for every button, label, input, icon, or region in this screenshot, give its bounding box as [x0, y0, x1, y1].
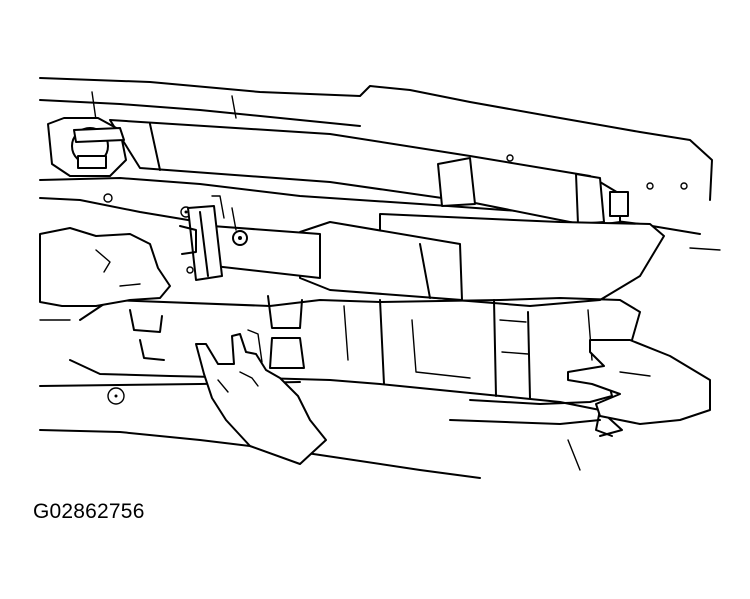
vehicle-underbody: [39, 77, 721, 479]
fastener-details: [114, 210, 242, 398]
technician-left-hand: [39, 227, 171, 307]
exhaust-pipe-assembly: [179, 195, 665, 307]
technician-right-hand: [567, 339, 711, 425]
propeller-shaft: [47, 117, 629, 227]
heat-insulator: [69, 295, 641, 437]
technician-middle-hand: [195, 333, 327, 465]
figure-code-label: G02862756: [33, 500, 145, 523]
